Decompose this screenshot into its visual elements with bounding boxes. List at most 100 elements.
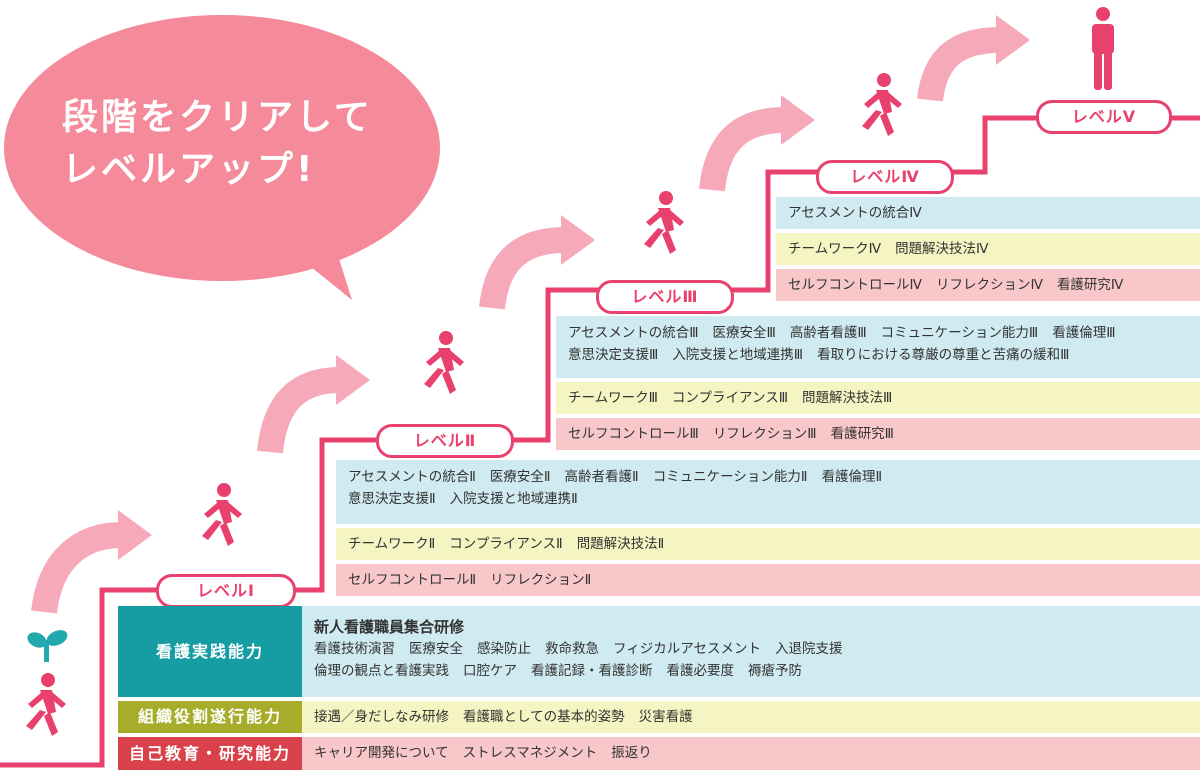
- level-3-organization-band: チームワークⅢ コンプライアンスⅢ 問題解決技法Ⅲ: [556, 382, 1200, 414]
- headline-line-1: 段階をクリアして: [62, 97, 373, 138]
- level-2-organization-items: チームワークⅡ コンプライアンスⅡ 問題解決技法Ⅱ: [348, 533, 1200, 555]
- training-item: 救命救急: [545, 641, 599, 657]
- level-4-label: レベルⅣ: [816, 160, 954, 194]
- training-item: 褥瘡予防: [748, 663, 802, 679]
- level-1-practice-line-1: 看護技術演習医療安全感染防止救命救急フィジカルアセスメント入退院支援: [314, 638, 1200, 660]
- training-item: 看護必要度: [666, 663, 735, 679]
- training-item: フィジカルアセスメント: [613, 641, 761, 657]
- category-practice: 看護実践能力: [118, 606, 302, 697]
- level-1-practice-line-2: 倫理の観点と看護実践口腔ケア看護記録・看護診断看護必要度褥瘡予防: [314, 660, 1200, 682]
- training-item: セルフコントロールⅡ: [348, 572, 477, 588]
- training-item: 入院支援と地域連携Ⅱ: [449, 491, 578, 507]
- level-3-organization-items: チームワークⅢ コンプライアンスⅢ 問題解決技法Ⅲ: [568, 387, 1200, 409]
- level-2-organization-band: チームワークⅡ コンプライアンスⅡ 問題解決技法Ⅱ: [336, 528, 1200, 560]
- training-item: リフレクションⅣ: [935, 277, 1043, 293]
- training-item: 接遇／身だしなみ研修: [314, 709, 449, 725]
- level-1-title: 新人看護職員集合研修: [314, 618, 465, 636]
- training-item: 問題解決技法Ⅲ: [802, 390, 893, 406]
- level-1-organization-band: 接遇／身だしなみ研修看護職としての基本的姿勢災害看護: [302, 701, 1200, 733]
- training-item: 看護記録・看護診断: [531, 663, 653, 679]
- standing-person-icon: [1092, 7, 1114, 90]
- runner-figures: [26, 7, 1114, 736]
- training-item: 医療安全Ⅱ: [489, 469, 551, 485]
- runner-icon: [424, 331, 464, 394]
- training-item: コンプライアンスⅡ: [449, 536, 563, 552]
- training-item: リフレクションⅢ: [712, 426, 817, 442]
- level-1-practice-band: 新人看護職員集合研修 看護技術演習医療安全感染防止救命救急フィジカルアセスメント…: [302, 606, 1200, 697]
- training-item: チームワークⅡ: [348, 536, 436, 552]
- level-2-practice-band: アセスメントの統合Ⅱ 医療安全Ⅱ 高齢者看護Ⅱ コミュニケーション能力Ⅱ 看護倫理Ⅱ 意…: [336, 460, 1200, 524]
- sprout-icon: [27, 630, 68, 662]
- training-item: コミュニケーション能力Ⅲ: [880, 325, 1039, 341]
- training-item: 看護技術演習: [314, 641, 395, 657]
- level-3-practice-line-2: 意思決定支援Ⅲ 入院支援と地域連携Ⅲ 看取りにおける尊厳の尊重と苦痛の緩和Ⅲ: [568, 344, 1200, 366]
- runner-icon: [26, 673, 66, 736]
- level-4-practice-items: アセスメントの統合Ⅳ: [788, 202, 1200, 224]
- training-item: ストレスマネジメント: [462, 745, 598, 761]
- level-3-practice-line-1: アセスメントの統合Ⅲ 医療安全Ⅲ 高齢者看護Ⅲ コミュニケーション能力Ⅲ 看護倫理Ⅲ: [568, 322, 1200, 344]
- training-item: 入退院支援: [774, 641, 843, 657]
- level-2-practice-line-1: アセスメントの統合Ⅱ 医療安全Ⅱ 高齢者看護Ⅱ コミュニケーション能力Ⅱ 看護倫理Ⅱ: [348, 466, 1200, 488]
- speech-bubble: [4, 15, 440, 300]
- level-1-self-education-band: キャリア開発についてストレスマネジメント振返り: [302, 737, 1200, 770]
- training-item: 看護倫理Ⅲ: [1052, 325, 1116, 341]
- training-item: 高齢者看護Ⅲ: [789, 325, 867, 341]
- training-item: アセスメントの統合Ⅱ: [348, 469, 476, 485]
- training-item: セルフコントロールⅢ: [568, 426, 699, 442]
- level-1-label: レベルⅠ: [156, 574, 296, 608]
- level-2-self-education-band: セルフコントロールⅡ リフレクションⅡ: [336, 564, 1200, 596]
- training-item: 看護研究Ⅳ: [1056, 277, 1124, 293]
- training-item: 意思決定支援Ⅱ: [348, 491, 436, 507]
- arrow-heads: [118, 15, 1030, 560]
- level-2-label: レベルⅡ: [376, 424, 514, 458]
- level-4-self-education-band: セルフコントロールⅣ リフレクションⅣ 看護研究Ⅳ: [776, 269, 1200, 301]
- training-item: 感染防止: [477, 641, 531, 657]
- training-item: 高齢者看護Ⅱ: [564, 469, 639, 485]
- runner-icon: [862, 73, 902, 136]
- training-item: 医療安全Ⅲ: [712, 325, 776, 341]
- training-item: 倫理の観点と看護実践: [314, 663, 449, 679]
- training-item: コミュニケーション能力Ⅱ: [652, 469, 808, 485]
- training-item: 口腔ケア: [463, 663, 517, 679]
- level-1-self-education-items: キャリア開発についてストレスマネジメント振返り: [314, 742, 1200, 764]
- runner-icon: [644, 191, 684, 254]
- stair-outline: [0, 115, 1200, 768]
- training-item: 入院支援と地域連携Ⅲ: [672, 347, 804, 363]
- level-3-label: レベルⅢ: [596, 280, 734, 314]
- runner-icon: [202, 483, 242, 546]
- training-item: アセスメントの統合Ⅳ: [788, 205, 922, 221]
- training-item: 医療安全: [409, 641, 463, 657]
- training-item: 看護職としての基本的姿勢: [463, 709, 625, 725]
- level-3-self-education-items: セルフコントロールⅢ リフレクションⅢ 看護研究Ⅲ: [568, 423, 1200, 445]
- training-item: 振返り: [611, 745, 652, 761]
- level-4-organization-items: チームワークⅣ 問題解決技法Ⅳ: [788, 238, 1200, 260]
- training-item: 問題解決技法Ⅱ: [576, 536, 665, 552]
- level-2-self-education-items: セルフコントロールⅡ リフレクションⅡ: [348, 569, 1200, 591]
- arrow-shafts: [31, 27, 1001, 614]
- level-1-organization-items: 接遇／身だしなみ研修看護職としての基本的姿勢災害看護: [314, 706, 1200, 728]
- level-2-practice-line-2: 意思決定支援Ⅱ 入院支援と地域連携Ⅱ: [348, 488, 1200, 510]
- category-organization: 組織役割遂行能力: [118, 701, 302, 733]
- training-item: 意思決定支援Ⅲ: [568, 347, 659, 363]
- training-item: チームワークⅣ: [788, 241, 882, 257]
- training-item: 看取りにおける尊厳の尊重と苦痛の緩和Ⅲ: [817, 347, 1070, 363]
- level-3-practice-band: アセスメントの統合Ⅲ 医療安全Ⅲ 高齢者看護Ⅲ コミュニケーション能力Ⅲ 看護倫理Ⅲ 意…: [556, 316, 1200, 378]
- training-item: セルフコントロールⅣ: [788, 277, 922, 293]
- level-4-self-education-items: セルフコントロールⅣ リフレクションⅣ 看護研究Ⅳ: [788, 274, 1200, 296]
- training-item: チームワークⅢ: [568, 390, 658, 406]
- training-item: キャリア開発について: [314, 745, 449, 761]
- training-item: 災害看護: [638, 709, 693, 725]
- training-item: アセスメントの統合Ⅲ: [568, 325, 699, 341]
- level-4-organization-band: チームワークⅣ 問題解決技法Ⅳ: [776, 233, 1200, 265]
- training-item: 看護倫理Ⅱ: [821, 469, 883, 485]
- training-item: 問題解決技法Ⅳ: [895, 241, 989, 257]
- level-4-practice-band: アセスメントの統合Ⅳ: [776, 197, 1200, 229]
- training-item: コンプライアンスⅢ: [671, 390, 788, 406]
- level-3-self-education-band: セルフコントロールⅢ リフレクションⅢ 看護研究Ⅲ: [556, 418, 1200, 450]
- headline-line-2: レベルアップ!: [62, 149, 316, 190]
- level-5-label: レベルⅤ: [1036, 100, 1172, 134]
- training-item: 看護研究Ⅲ: [830, 426, 894, 442]
- training-item: リフレクションⅡ: [490, 572, 592, 588]
- category-self-education: 自己教育・研究能力: [118, 737, 302, 770]
